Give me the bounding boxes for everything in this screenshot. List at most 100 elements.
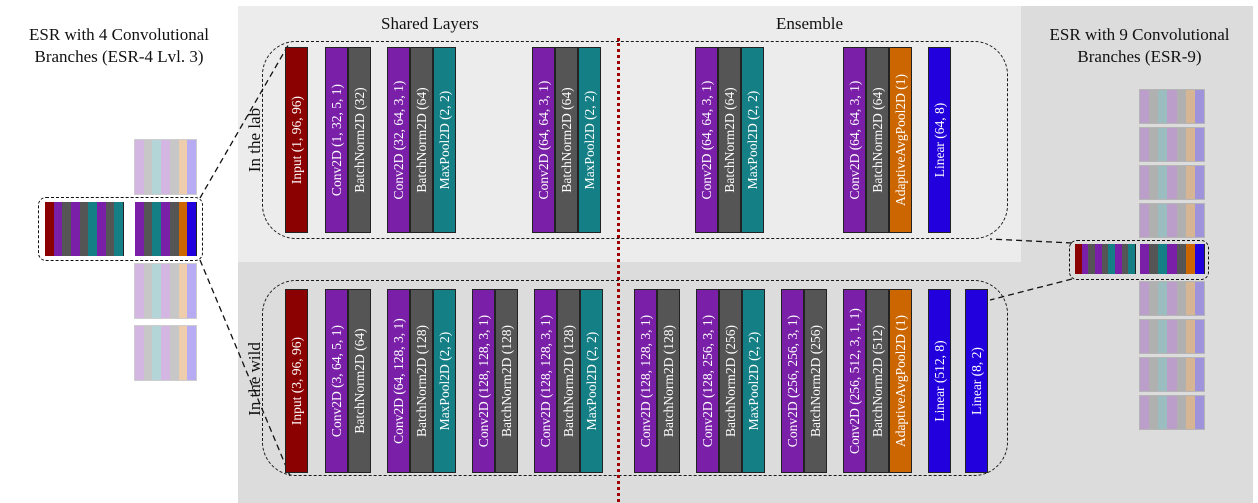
mini-layer-strip — [178, 264, 188, 318]
wild-batchnorm-block: BatchNorm2D (256) — [804, 289, 827, 473]
lab-input-block: Input (1, 96, 96) — [285, 47, 308, 233]
mini-layer-strip — [1158, 128, 1168, 161]
wild-layer-label: Conv2D (256, 512, 3, 1, 1) — [846, 308, 862, 454]
wild-maxpool-block: MaxPool2D (2, 2) — [580, 289, 603, 473]
mini-layer-strip — [1176, 204, 1187, 237]
mini-layer-strip — [1149, 396, 1159, 429]
wild-layer-label: Linear (8, 2) — [968, 347, 984, 415]
mini-layer-strip — [161, 264, 171, 318]
mini-layer-strip — [1149, 204, 1159, 237]
mini-layer-strip — [1149, 166, 1159, 199]
lab-batchnorm-block: BatchNorm2D (64) — [555, 47, 578, 233]
lab-layer-label: Conv2D (64, 64, 3, 1) — [535, 80, 551, 200]
lab-layer-label: BatchNorm2D (32) — [351, 87, 367, 193]
mini-layer-strip — [1194, 320, 1205, 353]
esr4-branch-3 — [134, 263, 197, 319]
mini-layer-strip — [1149, 320, 1159, 353]
mini-layer-strip — [1128, 244, 1137, 274]
lab-layer-label: Conv2D (32, 64, 3, 1) — [390, 80, 406, 200]
lab-avgpool-block: AdaptiveAvgPool2D (1) — [889, 47, 912, 233]
esr4-shared-base — [45, 202, 125, 256]
wild-batchnorm-block: BatchNorm2D (128) — [410, 289, 433, 473]
mini-layer-strip — [1194, 166, 1205, 199]
esr9-shared-base — [1075, 244, 1137, 274]
mini-layer-strip — [1185, 320, 1196, 353]
mini-layer-strip — [1194, 90, 1205, 123]
right-title: ESR with 9 Convolutional Branches (ESR-9… — [1049, 25, 1230, 66]
esr4-branch-1 — [134, 139, 197, 195]
mini-layer-strip — [152, 140, 162, 194]
wild-conv-block: Conv2D (128, 128, 3, 1) — [634, 289, 657, 473]
mini-layer-strip — [1149, 358, 1159, 391]
mini-layer-strip — [1185, 282, 1196, 315]
esr9-branch — [1139, 281, 1205, 316]
mini-layer-strip — [1140, 128, 1150, 161]
wild-layer-label: AdaptiveAvgPool2D (1) — [892, 314, 908, 448]
mini-layer-strip — [152, 326, 162, 380]
lab-layer-label: Linear (64, 8) — [931, 102, 947, 178]
esr9-branch — [1139, 165, 1205, 200]
wild-batchnorm-block: BatchNorm2D (64) — [348, 289, 371, 473]
mini-layer-strip — [1176, 358, 1187, 391]
lab-layer-label: Conv2D (64, 64, 3, 1) — [698, 80, 714, 200]
mini-layer-strip — [1158, 358, 1168, 391]
mini-layer-strip — [1149, 90, 1159, 123]
lab-conv-block: Conv2D (64, 64, 3, 1) — [532, 47, 555, 233]
mini-layer-strip — [1185, 358, 1196, 391]
lab-layer-label: BatchNorm2D (64) — [869, 87, 885, 193]
wild-layer-label: Conv2D (128, 128, 3, 1) — [537, 314, 553, 448]
mini-layer-strip — [1167, 90, 1177, 123]
mini-layer-strip — [143, 140, 153, 194]
right-background-panel — [1021, 6, 1253, 503]
mini-layer-strip — [1194, 244, 1206, 274]
mini-layer-strip — [1185, 128, 1196, 161]
wild-conv-block: Conv2D (128, 128, 3, 1) — [472, 289, 495, 473]
mini-layer-strip — [1140, 396, 1150, 429]
esr9-selection-box — [1069, 240, 1209, 280]
mini-layer-strip — [1149, 128, 1159, 161]
wild-conv-block: Conv2D (256, 256, 3, 1) — [781, 289, 804, 473]
lab-conv-block: Conv2D (64, 64, 3, 1) — [843, 47, 866, 233]
mini-layer-strip — [1167, 204, 1177, 237]
wild-layer-label: Conv2D (128, 128, 3, 1) — [475, 314, 491, 448]
mini-layer-strip — [1140, 204, 1150, 237]
shared-ensemble-divider — [617, 38, 620, 502]
lab-conv-block: Conv2D (32, 64, 3, 1) — [387, 47, 410, 233]
mini-layer-strip — [1167, 166, 1177, 199]
lab-layer-label: BatchNorm2D (64) — [413, 87, 429, 193]
esr4-branch-selected — [135, 202, 198, 256]
esr9-branch — [1139, 89, 1205, 124]
mini-layer-strip — [114, 202, 125, 256]
mini-layer-strip — [1185, 204, 1196, 237]
lab-batchnorm-block: BatchNorm2D (32) — [348, 47, 371, 233]
mini-layer-strip — [187, 326, 197, 380]
lab-batchnorm-block: BatchNorm2D (64) — [718, 47, 741, 233]
mini-layer-strip — [1140, 358, 1150, 391]
mini-layer-strip — [1140, 90, 1150, 123]
wild-layer-label: BatchNorm2D (128) — [413, 324, 429, 438]
mini-layer-strip — [1194, 282, 1205, 315]
mini-layer-strip — [161, 326, 171, 380]
mini-layer-strip — [1176, 128, 1187, 161]
esr9-branch — [1139, 395, 1205, 430]
mini-layer-strip — [1176, 90, 1187, 123]
wild-linear-block: Linear (512, 8) — [928, 289, 951, 473]
mini-layer-strip — [1176, 396, 1187, 429]
wild-layer-label: BatchNorm2D (256) — [722, 324, 738, 438]
lab-layer-label: Conv2D (64, 64, 3, 1) — [846, 80, 862, 200]
lab-maxpool-block: MaxPool2D (2, 2) — [741, 47, 764, 233]
esr9-branch — [1139, 127, 1205, 162]
mini-layer-strip — [187, 264, 197, 318]
lab-batchnorm-block: BatchNorm2D (64) — [866, 47, 889, 233]
wild-layer-label: Input (3, 96, 96) — [288, 336, 304, 426]
wild-layer-label: Conv2D (256, 256, 3, 1) — [784, 314, 800, 448]
lab-network-box — [262, 41, 1008, 239]
mini-layer-strip — [1176, 166, 1187, 199]
wild-avgpool-block: AdaptiveAvgPool2D (1) — [889, 289, 912, 473]
lab-conv-block: Conv2D (1, 32, 5, 1) — [325, 47, 348, 233]
lab-layer-label: MaxPool2D (2, 2) — [744, 90, 760, 190]
wild-conv-block: Conv2D (128, 256, 3, 1) — [696, 289, 719, 473]
mini-layer-strip — [1158, 320, 1168, 353]
esr4-branch-4 — [134, 325, 197, 381]
wild-layer-label: MaxPool2D (2, 2) — [436, 331, 452, 431]
